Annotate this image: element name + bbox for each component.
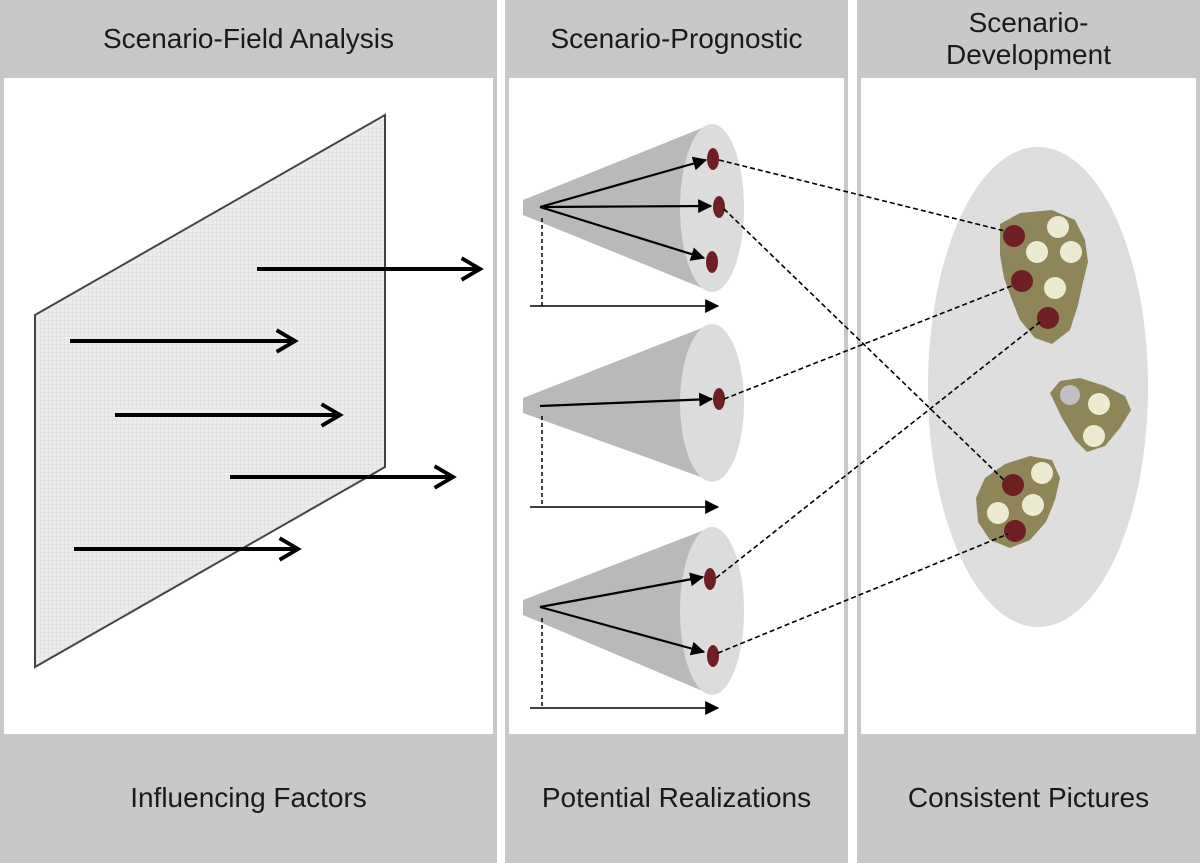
- panel-caption: Influencing Factors: [130, 782, 367, 814]
- panel-body: [861, 78, 1196, 734]
- panel-body: [509, 78, 844, 734]
- panel-body: [4, 78, 493, 734]
- panel-title-text: Scenario- Development: [946, 6, 1111, 70]
- panel-scenario-development: Scenario- Development Consistent Picture…: [857, 0, 1200, 863]
- panel-title: Scenario-­Prognostic: [550, 22, 803, 54]
- panel-scenario-prognostic: Scenario-­Prognostic Potential Realizati…: [505, 0, 848, 863]
- panel-caption: Consistent Pictures: [907, 782, 1150, 814]
- panel-scenario-field-analysis: Scenario-Field Analysis Influencing Fact…: [0, 0, 497, 863]
- panel-title: Scenario- Development: [857, 0, 1200, 78]
- panel-title: Scenario-Field Analysis: [102, 22, 395, 54]
- panel-caption: Potential Realizations: [541, 782, 812, 814]
